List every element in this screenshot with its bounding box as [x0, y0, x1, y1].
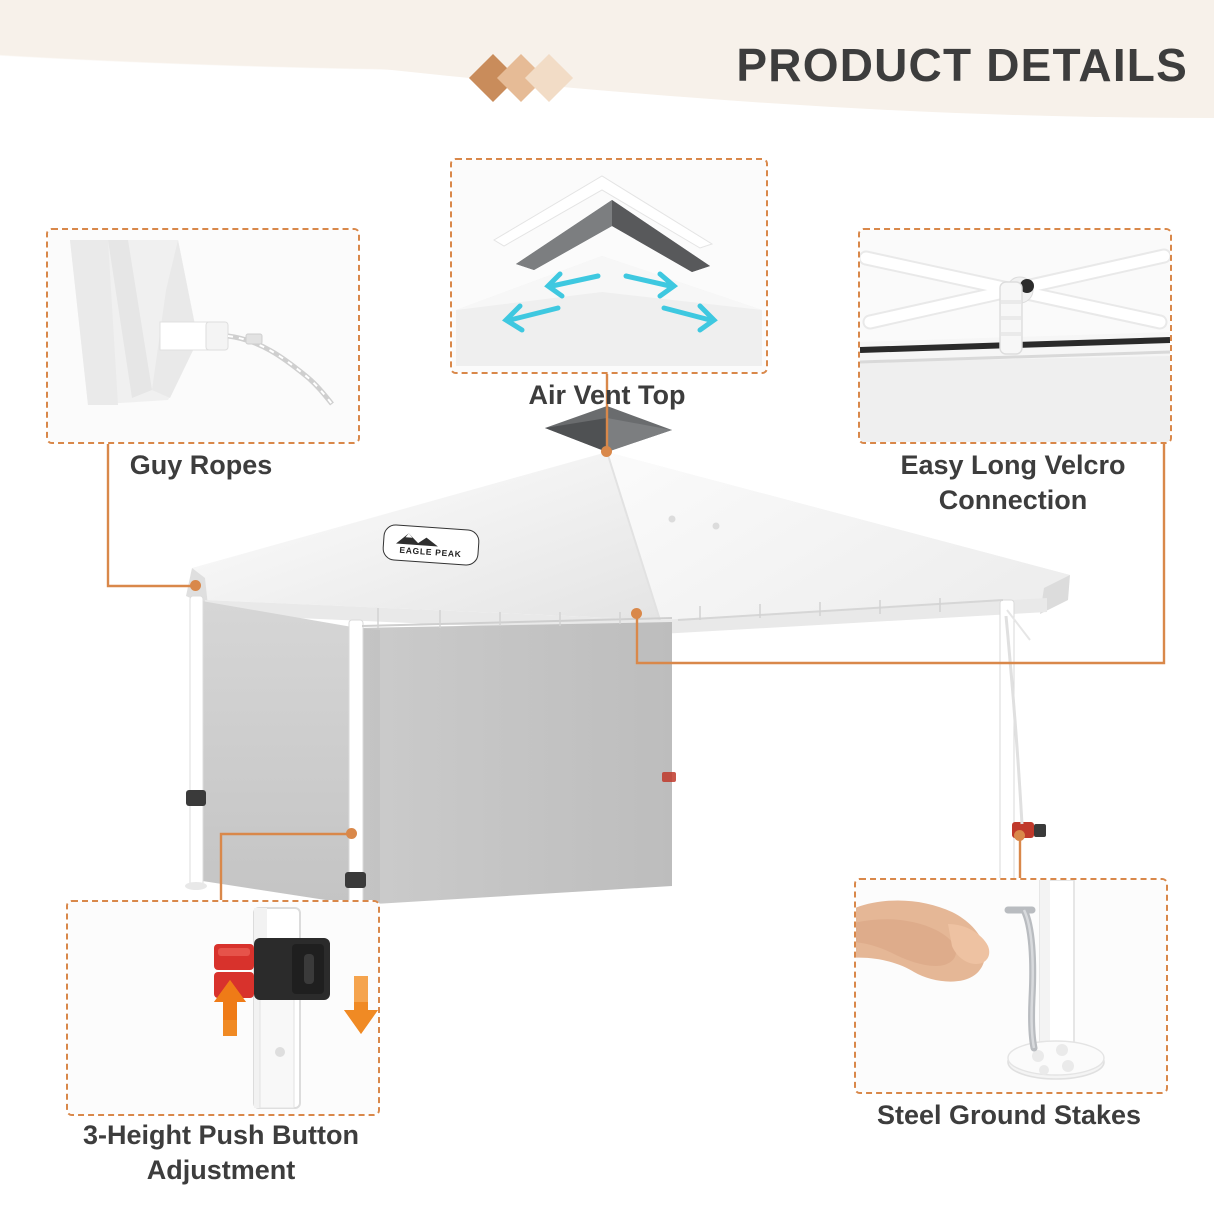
leader-dot-push-button: [346, 828, 357, 839]
callout-label-guy-ropes: Guy Ropes: [129, 450, 273, 480]
mountain-icon: EAGLE PEAK: [396, 533, 462, 559]
callout-label-velcro-line1: Easy Long Velcro: [900, 450, 1126, 480]
callout-label-push-button-line2: Adjustment: [146, 1154, 296, 1185]
leader-dot-velcro: [631, 608, 642, 619]
velcro-strap-icon: [860, 230, 1170, 442]
callout-label-velcro-connection: Easy Long Velcro Connection: [852, 448, 1174, 517]
callout-label-push-button-adjustment: 3-Height Push Button Adjustment: [36, 1118, 406, 1187]
callout-label-velcro-line2: Connection: [938, 484, 1088, 515]
callout-velcro-connection: [858, 228, 1172, 444]
push-button-leg-icon: [68, 902, 378, 1114]
leader-dot-air-vent: [601, 446, 612, 457]
callout-label-push-button-line1: 3-Height Push Button: [83, 1120, 359, 1150]
callout-push-button-adjustment: [66, 900, 380, 1116]
hand-stake-icon: [856, 880, 1166, 1092]
page-title: PRODUCT DETAILS: [736, 39, 1188, 91]
svg-text:EAGLE PEAK: EAGLE PEAK: [399, 545, 462, 559]
callout-label-ground-stakes: Steel Ground Stakes: [876, 1100, 1142, 1130]
callout-guy-ropes: [46, 228, 360, 444]
leader-dot-stakes: [1014, 830, 1025, 841]
header-band-curve: [0, 0, 1214, 118]
leader-dot-guy-ropes: [190, 580, 201, 591]
vent-airflow-icon: [452, 160, 766, 372]
callout-label-air-vent-top: Air Vent Top: [528, 380, 686, 410]
callout-ground-stakes: [854, 878, 1168, 1094]
callout-air-vent-top: [450, 158, 768, 374]
rope-corner-icon: [48, 230, 358, 442]
eagle-peak-logo: EAGLE PEAK: [381, 523, 481, 567]
